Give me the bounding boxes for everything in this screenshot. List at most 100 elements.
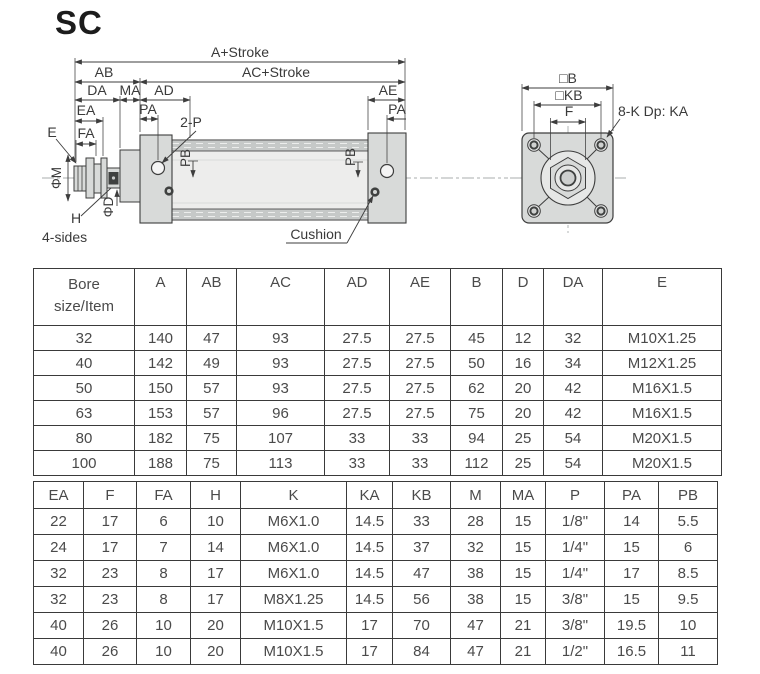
table-cell: 57: [186, 375, 237, 401]
leader-cushion: [346, 195, 374, 244]
column-header: D: [502, 268, 544, 326]
table-cell: M6X1.0: [240, 534, 347, 561]
rod-threaded-tip: [73, 165, 87, 192]
table-cell: 93: [236, 375, 325, 401]
table-cell: 1/2": [545, 638, 605, 665]
page-title: SC: [55, 4, 103, 41]
table-cell: 45: [450, 325, 503, 351]
table-cell: 10: [190, 508, 241, 535]
table-cell: 15: [500, 560, 546, 587]
table-cell: 8: [136, 586, 191, 613]
table-cell: 153: [134, 400, 187, 426]
table-cell: 34: [543, 350, 603, 376]
table-cell: 54: [543, 425, 603, 451]
table-cell: 42: [543, 375, 603, 401]
column-header: P: [545, 481, 605, 509]
table-cell: 11: [658, 638, 718, 665]
table-cell: 96: [236, 400, 325, 426]
table-cell: 32: [33, 325, 135, 351]
table-cell: 54: [543, 450, 603, 476]
dim-label-ac-stroke: AC+Stroke: [242, 64, 310, 80]
table-cell: 15: [604, 586, 659, 613]
table-cell: 70: [392, 612, 451, 639]
table-cell: 17: [346, 612, 393, 639]
table-cell: 93: [236, 325, 325, 351]
table-cell: M8X1.25: [240, 586, 347, 613]
table-cell: 62: [450, 375, 503, 401]
table-cell: 14.5: [346, 586, 393, 613]
column-header: Bore size/Item: [33, 268, 135, 326]
table-cell: M10X1.5: [240, 638, 347, 665]
table-cell: M16X1.5: [602, 375, 722, 401]
dim-label-phi-m: ΦM: [49, 167, 64, 189]
table-cell: 3/8": [545, 586, 605, 613]
column-header: AB: [186, 268, 237, 326]
table-cell: 16.5: [604, 638, 659, 665]
table-cell: 3/8": [545, 612, 605, 639]
cylinder-tube: [171, 139, 369, 221]
rear-port-hole: [379, 163, 395, 179]
extension-lines: [74, 58, 614, 163]
column-header: DA: [543, 268, 603, 326]
table-cell: 9.5: [658, 586, 718, 613]
table-cell: 50: [33, 375, 135, 401]
rod-nut-outer: [85, 157, 95, 199]
mounting-screw-holes: [527, 138, 608, 218]
table-cell: 25: [502, 425, 544, 451]
table-cell: 15: [500, 586, 546, 613]
table-cell: 27.5: [324, 375, 390, 401]
table-cell: 27.5: [324, 350, 390, 376]
table-cell: M20X1.5: [602, 425, 722, 451]
table-cell: 84: [392, 638, 451, 665]
rod-spacer: [93, 163, 102, 194]
dim-label-square-kb: □KB: [555, 87, 582, 103]
table-cell: 16: [502, 350, 544, 376]
table-cell: 25: [502, 450, 544, 476]
leader-2p: [161, 130, 197, 164]
table-cell: 142: [134, 350, 187, 376]
table-cell: 100: [33, 450, 135, 476]
table-cell: 24: [33, 534, 84, 561]
table-cell: 20: [190, 612, 241, 639]
table-cell: 93: [236, 350, 325, 376]
table-cell: 37: [392, 534, 451, 561]
table-cell: 40: [33, 612, 84, 639]
table-cell: M6X1.0: [240, 508, 347, 535]
table-cell: 7: [136, 534, 191, 561]
table-cell: 80: [33, 425, 135, 451]
table-cell: 8: [136, 560, 191, 587]
table-cell: 14: [604, 508, 659, 535]
front-head-block: [139, 134, 173, 224]
table-cell: 1/8": [545, 508, 605, 535]
column-header: PA: [604, 481, 659, 509]
table-cell: 23: [83, 560, 137, 587]
piston-rod-end: [73, 157, 121, 199]
table-cell: 27.5: [389, 375, 451, 401]
table-cell: 112: [450, 450, 503, 476]
table-cell: 17: [83, 508, 137, 535]
leader-8k: [606, 118, 621, 138]
dim-label-cushion: Cushion: [290, 226, 341, 242]
table-cell: M6X1.0: [240, 560, 347, 587]
dimension-lines: [55, 58, 621, 244]
table-cell: 188: [134, 450, 187, 476]
leader-h: [80, 187, 112, 217]
dim-label-ea: EA: [77, 102, 96, 118]
column-header: K: [240, 481, 347, 509]
table-cell: 20: [502, 400, 544, 426]
table-cell: 6: [136, 508, 191, 535]
table-cell: 1/4": [545, 534, 605, 561]
column-header: M: [450, 481, 501, 509]
table-cell: 21: [500, 612, 546, 639]
